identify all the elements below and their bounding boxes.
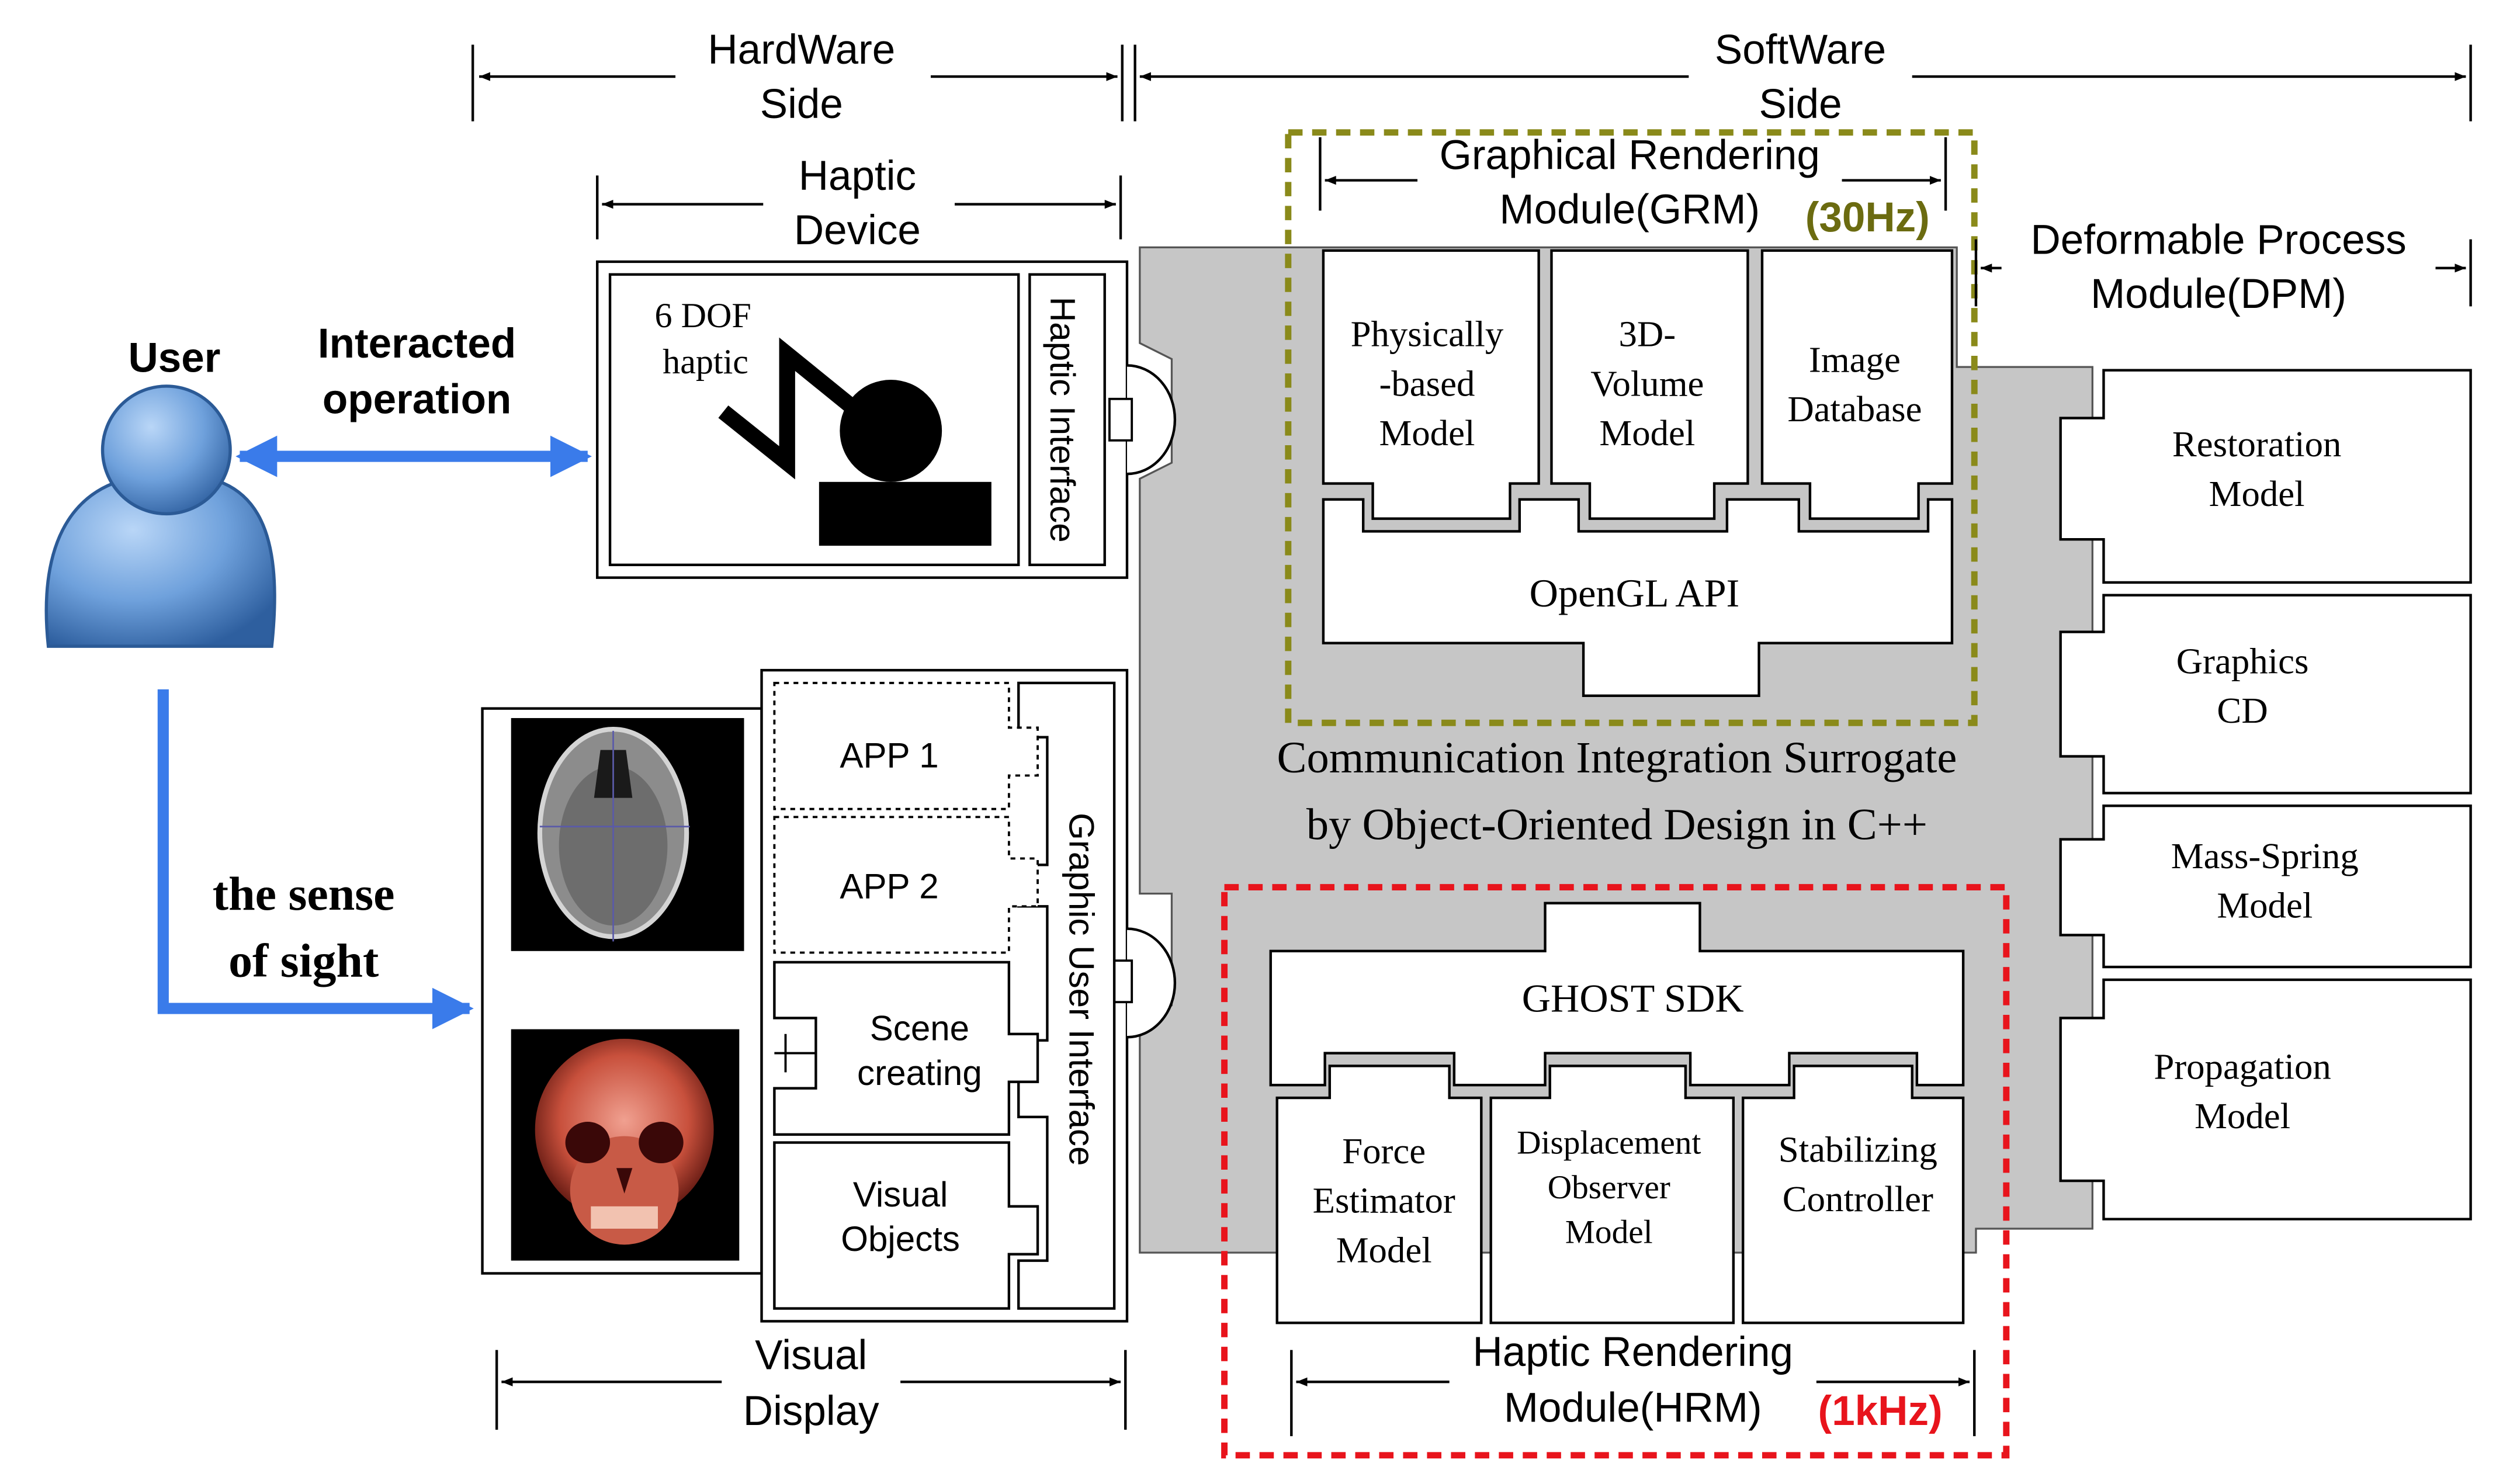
dpm-box-3-line-2: Model bbox=[2217, 885, 2313, 925]
hrm-title-2: Module(HRM) bbox=[1504, 1385, 1762, 1431]
grm-box-2-line-1: 3D- bbox=[1618, 314, 1676, 355]
scene-creating-label-2: creating bbox=[857, 1053, 982, 1093]
hardware-label-bg bbox=[675, 22, 931, 128]
hrm-frequency: (1kHz) bbox=[1818, 1388, 1943, 1434]
haptic-device-box bbox=[596, 260, 1177, 579]
dpm-box-1-line-1: Restoration bbox=[2172, 424, 2342, 464]
grm-title-2: Module(GRM) bbox=[1499, 186, 1760, 233]
visual-objects-label-2: Objects bbox=[841, 1219, 960, 1258]
propagation-model-box bbox=[2059, 978, 2472, 1221]
dpm-box-4-line-1: Propagation bbox=[2154, 1046, 2331, 1087]
software-side-label-2: Side bbox=[1759, 81, 1842, 127]
user-avatar bbox=[44, 384, 276, 648]
displacement-observer-model-box bbox=[1489, 1065, 1735, 1324]
grm-frequency: (30Hz) bbox=[1805, 195, 1930, 241]
user-label: User bbox=[129, 335, 221, 381]
ct-slice-image bbox=[511, 718, 744, 951]
haptic-device-label-bg bbox=[763, 153, 955, 252]
hrm-label-bg bbox=[1449, 1330, 1816, 1433]
restoration-model-box bbox=[2059, 369, 2472, 584]
grm-title-1: Graphical Rendering bbox=[1440, 133, 1820, 179]
haptic-device-label-1: Haptic bbox=[799, 153, 916, 199]
hardware-side-label-2: Side bbox=[760, 81, 843, 127]
app2-box bbox=[773, 816, 1039, 954]
scene-creating-box bbox=[773, 961, 1039, 1136]
hrm-box-3-line-2: Controller bbox=[1783, 1178, 1933, 1219]
interacted-operation-label-1: Interacted bbox=[318, 321, 516, 367]
grm-box-1-line-1: Physically bbox=[1351, 314, 1504, 355]
haptic-device-label-2: Device bbox=[794, 207, 921, 254]
grm-box-1-line-2: -based bbox=[1379, 363, 1475, 404]
sight-label-1: the sense bbox=[213, 867, 395, 920]
hardware-side-label-1: HardWare bbox=[708, 27, 895, 73]
grm-box-1-line-3: Model bbox=[1379, 412, 1475, 453]
app1-label: APP 1 bbox=[840, 736, 938, 775]
dof-label-1: 6 DOF bbox=[655, 296, 751, 335]
hrm-box-1-line-1: Force bbox=[1342, 1131, 1426, 1171]
scene-creating-label-1: Scene bbox=[870, 1009, 969, 1048]
physically-based-model-box bbox=[1322, 249, 1540, 520]
dof-label-2: haptic bbox=[663, 342, 748, 381]
dpm-box-1-line-2: Model bbox=[2209, 473, 2305, 514]
dpm-box-3-line-1: Mass-Spring bbox=[2171, 835, 2359, 876]
dpm-box-2-line-2: CD bbox=[2217, 690, 2268, 731]
visual-display-label-2: Display bbox=[743, 1388, 879, 1434]
hrm-box-1-line-2: Estimator bbox=[1313, 1180, 1455, 1221]
software-side-label-1: SoftWare bbox=[1715, 27, 1886, 73]
skull-render-image bbox=[511, 1029, 740, 1261]
gui-label: Graphic User Interface bbox=[1062, 813, 1101, 1166]
visual-objects-label-1: Visual bbox=[853, 1175, 948, 1214]
force-estimator-model-box bbox=[1275, 1065, 1483, 1324]
hrm-box-2-line-3: Model bbox=[1565, 1214, 1653, 1251]
ghost-sdk-box bbox=[1269, 902, 1965, 1087]
hrm-module bbox=[1221, 884, 2010, 1459]
grm-box-2-line-2: Volume bbox=[1590, 363, 1704, 404]
hrm-box-2-line-1: Displacement bbox=[1517, 1125, 1701, 1161]
software-label-bg bbox=[1689, 22, 1912, 128]
haptic-robot-icon bbox=[718, 337, 992, 546]
visual-display-label-1: Visual bbox=[755, 1332, 867, 1378]
dpm-box-2-line-1: Graphics bbox=[2176, 641, 2309, 682]
dpm-title-2: Module(DPM) bbox=[2091, 271, 2346, 317]
grm-box-3-line-2: Database bbox=[1787, 389, 1922, 429]
graphics-cd-box bbox=[2059, 594, 2472, 795]
stabilizing-controller-box bbox=[1742, 1065, 1965, 1324]
hrm-title-1: Haptic Rendering bbox=[1472, 1329, 1793, 1375]
hrm-dashed-border bbox=[1221, 884, 2010, 1459]
image-database-box bbox=[1760, 249, 1954, 520]
hrm-box-1-line-3: Model bbox=[1336, 1229, 1432, 1270]
visual-display-box bbox=[481, 668, 1177, 1323]
volume-model-box bbox=[1550, 249, 1749, 520]
grm-box-2-line-3: Model bbox=[1599, 412, 1695, 453]
grm-label-bg bbox=[1417, 137, 1842, 230]
opengl-api-label: OpenGL API bbox=[1530, 571, 1740, 615]
sight-arrow bbox=[157, 689, 474, 1029]
visual-objects-box bbox=[773, 1141, 1039, 1310]
haptic-interface-label: Haptic Interface bbox=[1043, 297, 1082, 543]
opengl-api-box bbox=[1322, 498, 1954, 697]
visual-display-label-bg bbox=[722, 1334, 901, 1433]
haptic-plug-connector bbox=[1126, 364, 1177, 476]
dpm-boxes bbox=[2059, 369, 2472, 1221]
sight-label-2: of sight bbox=[228, 934, 379, 987]
app2-label: APP 2 bbox=[840, 867, 938, 906]
gui-plug-connector bbox=[1126, 927, 1177, 1039]
surrogate-label-2: by Object-Oriented Design in C++ bbox=[1306, 800, 1927, 850]
dpm-label-bg bbox=[2001, 213, 2436, 320]
dpm-title-1: Deformable Process bbox=[2030, 217, 2406, 263]
mass-spring-model-box bbox=[2059, 805, 2472, 969]
dpm-box-4-line-2: Model bbox=[2195, 1095, 2290, 1136]
ghost-sdk-label: GHOST SDK bbox=[1522, 976, 1744, 1021]
hrm-box-2-line-2: Observer bbox=[1548, 1169, 1670, 1206]
grm-module bbox=[1285, 129, 1978, 726]
hrm-box-3-line-1: Stabilizing bbox=[1779, 1129, 1937, 1170]
surrogate-label-1: Communication Integration Surrogate bbox=[1277, 733, 1957, 782]
app1-box bbox=[773, 682, 1039, 810]
grm-box-3-line-1: Image bbox=[1809, 339, 1901, 380]
grm-dashed-border bbox=[1285, 129, 1978, 726]
interacted-operation-label-2: operation bbox=[323, 376, 511, 422]
